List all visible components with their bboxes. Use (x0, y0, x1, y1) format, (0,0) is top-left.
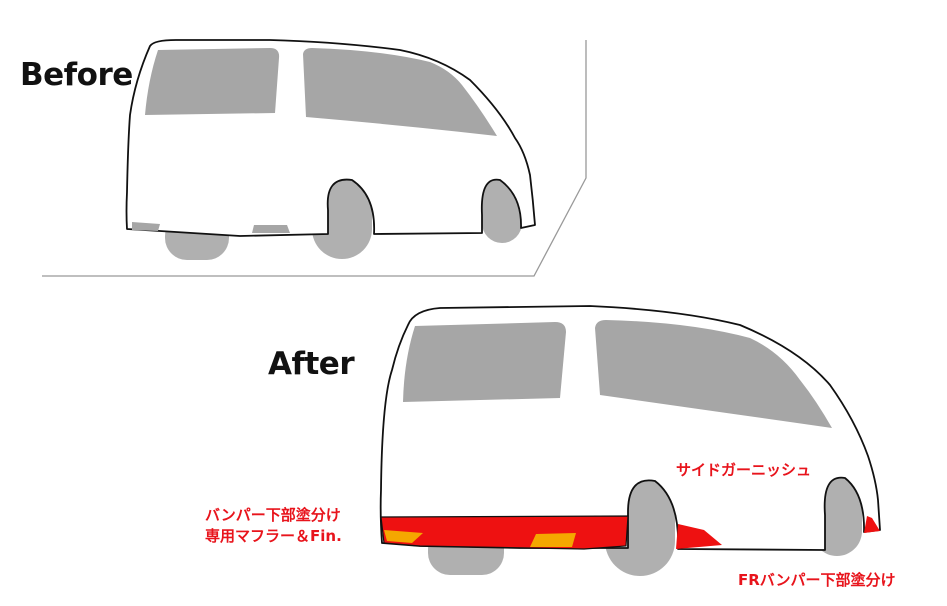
before-side-window (303, 48, 497, 136)
after-rear-window (403, 322, 566, 402)
muffler-callout: 専用マフラー＆Fin. (205, 527, 342, 545)
before-heading: Before (20, 57, 133, 93)
before-rear-window (145, 48, 280, 115)
rear-bumper-callout: バンパー下部塗分け (205, 506, 341, 524)
after-muffler-right (530, 533, 576, 547)
front-bumper-callout: FRバンパー下部塗分け (738, 571, 896, 589)
side-garnish-callout: サイドガーニッシュ (676, 461, 812, 479)
before-mid-reflector (252, 225, 290, 233)
after-front-bumper-lower-paint (864, 516, 880, 533)
after-heading: After (268, 346, 355, 382)
before-ground-line (42, 40, 587, 277)
after-van (379, 305, 881, 576)
after-side-garnish (676, 524, 722, 549)
before-rear-reflector (132, 222, 160, 231)
before-van (42, 39, 587, 277)
after-rear-bumper-lower-paint (380, 515, 629, 550)
after-side-window (595, 320, 832, 428)
after-muffler-left (384, 530, 423, 543)
